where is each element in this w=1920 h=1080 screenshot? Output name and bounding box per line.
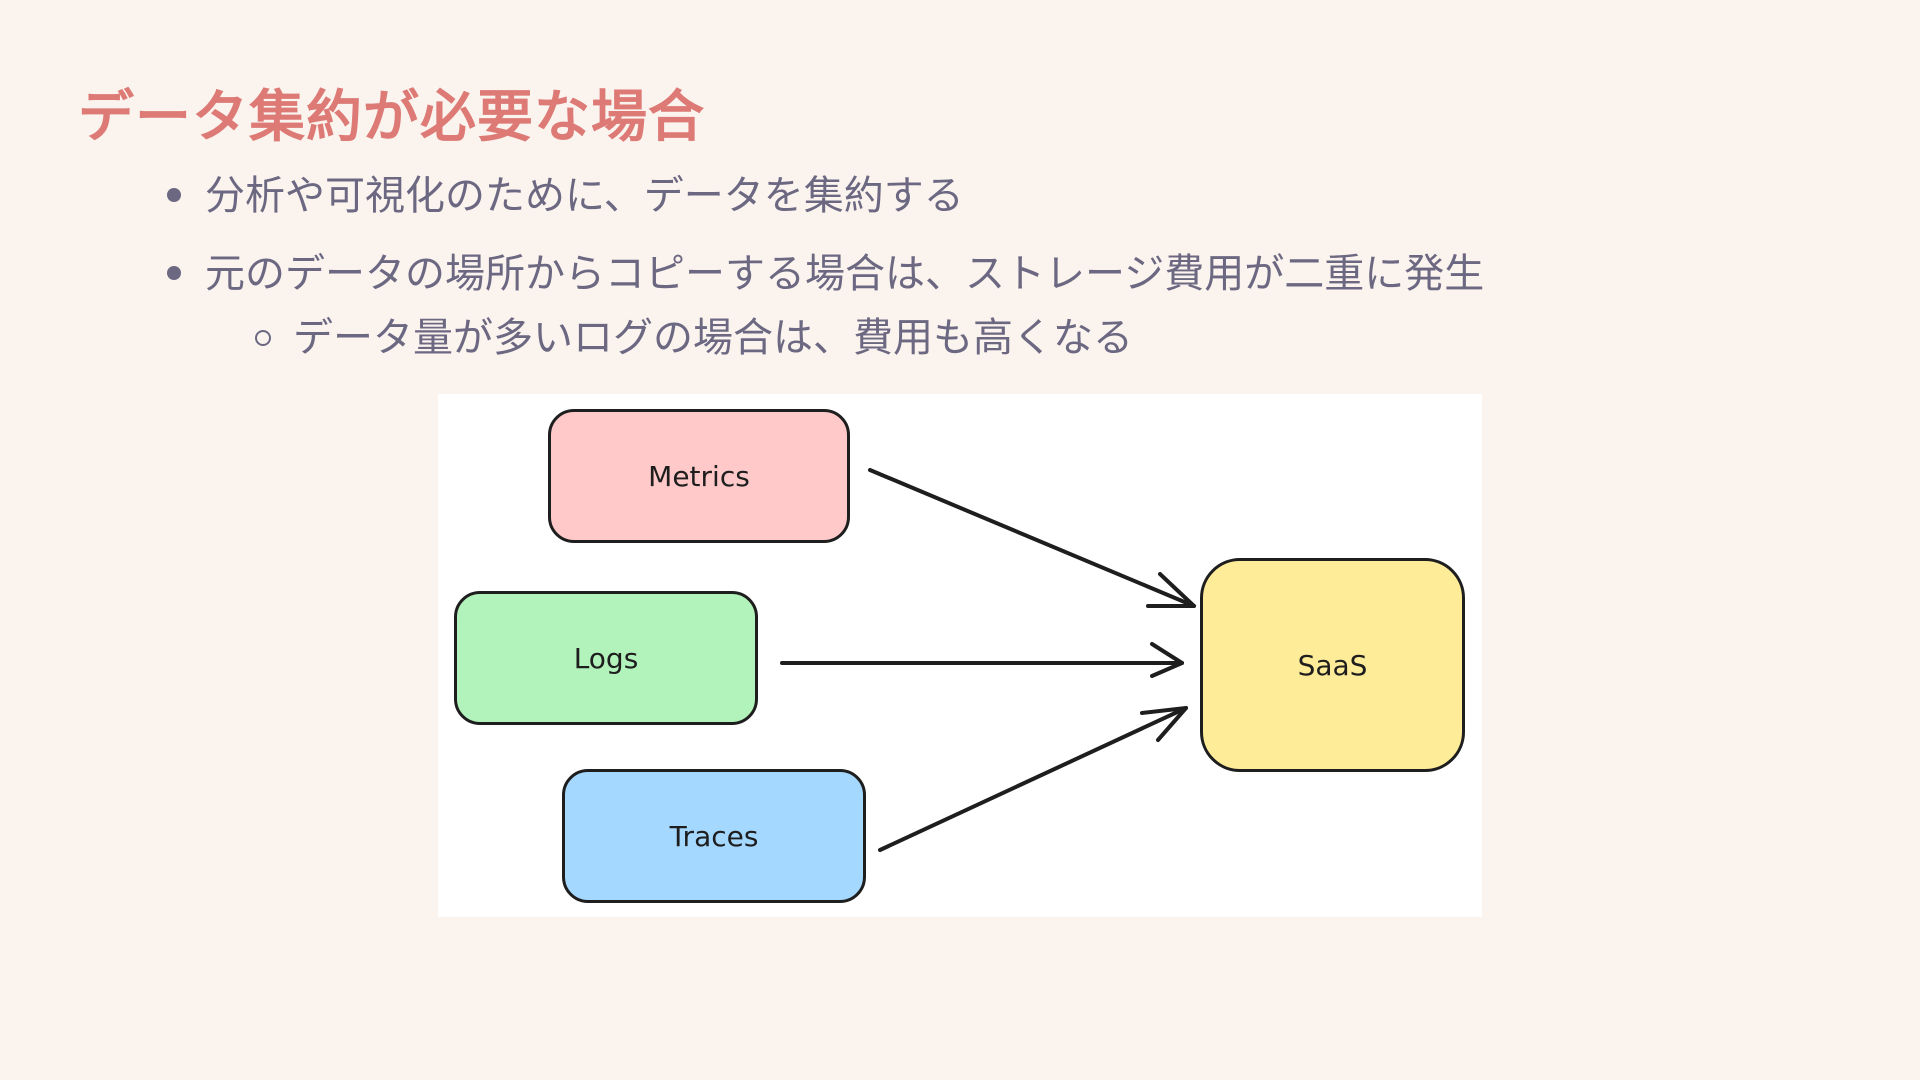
- data-flow-diagram: Metrics Logs Traces SaaS: [438, 394, 1482, 917]
- logs-label: Logs: [573, 641, 639, 675]
- arrows-layer: [780, 468, 1196, 852]
- traces-node: Traces: [562, 769, 866, 903]
- bullet-circle-icon: [255, 330, 271, 346]
- metrics-arrow: [868, 468, 1196, 608]
- bullet-dot-icon: [167, 188, 181, 202]
- sub-bullet-text: データ量が多いログの場合は、費用も高くなる: [293, 315, 1133, 361]
- bullet-item: 元のデータの場所からコピーする場合は、ストレージ費用が二重に発生: [167, 246, 1485, 302]
- bullet-dot-icon: [167, 266, 181, 280]
- metrics-node: Metrics: [548, 409, 850, 543]
- logs-node: Logs: [454, 591, 758, 725]
- traces-label: Traces: [669, 819, 759, 853]
- bullet-text: 元のデータの場所からコピーする場合は、ストレージ費用が二重に発生: [205, 251, 1485, 297]
- bullet-text: 分析や可視化のために、データを集約する: [205, 173, 964, 219]
- logs-arrow: [780, 642, 1184, 678]
- saas-node: SaaS: [1200, 558, 1465, 772]
- bullet-item: 分析や可視化のために、データを集約する: [167, 168, 964, 224]
- saas-label: SaaS: [1297, 648, 1368, 682]
- slide-title: データ集約が必要な場合: [78, 85, 705, 150]
- sub-bullet-item: データ量が多いログの場合は、費用も高くなる: [255, 310, 1133, 366]
- traces-arrow: [878, 706, 1188, 852]
- metrics-label: Metrics: [648, 459, 750, 493]
